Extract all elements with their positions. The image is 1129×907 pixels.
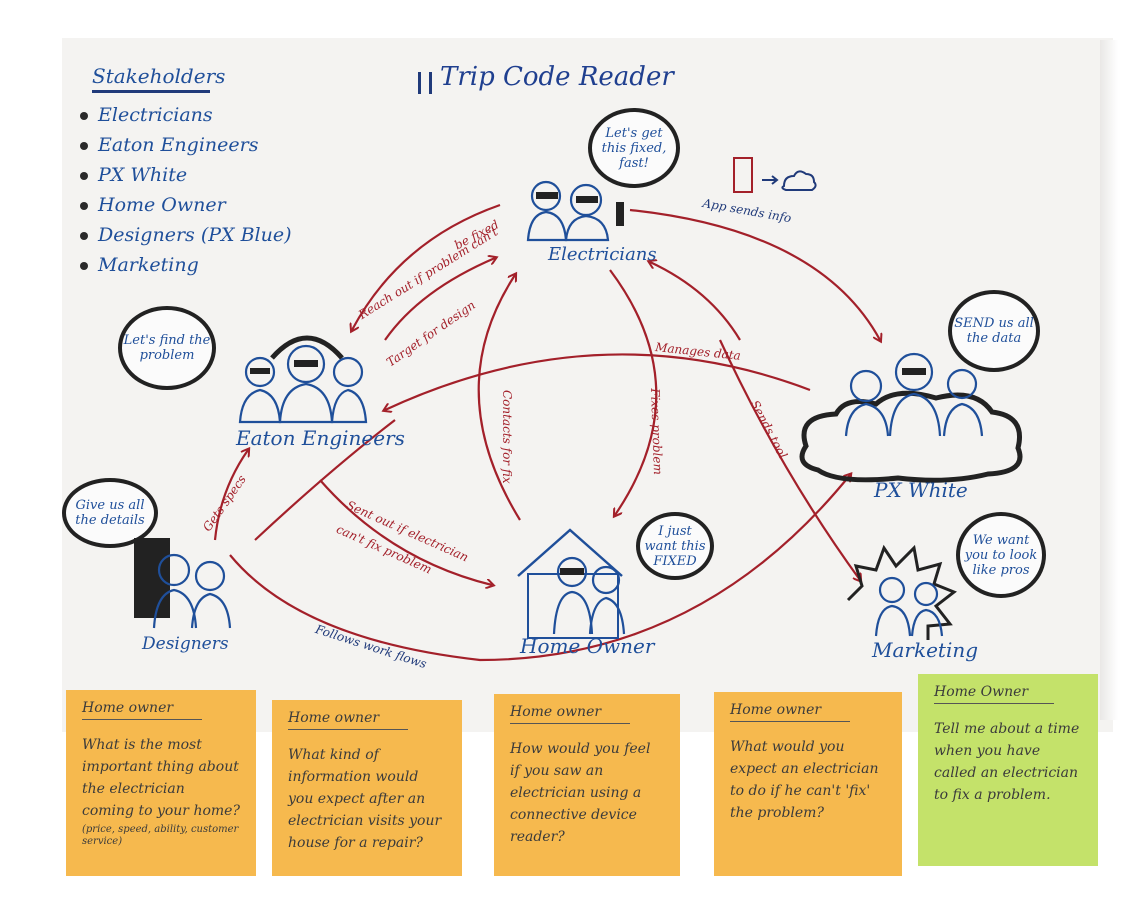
sticky-note-heading: Home Owner (934, 684, 1054, 704)
arrow-electricians-to-eaton (352, 203, 501, 330)
designers-figures-icon (134, 538, 232, 629)
sticky-note-1: Home owner What is the most important th… (66, 690, 256, 876)
sticky-note-2: Home owner What kind of information woul… (272, 700, 462, 876)
list-item: Marketing (78, 250, 292, 280)
marketing-burst-figures-icon (846, 544, 957, 640)
arrow-designers-to-eaton (213, 450, 248, 541)
designers-label: Designers (142, 634, 229, 654)
arrow-homeowner-to-electricians (477, 275, 521, 521)
sticky-note-body: How would you feel if you saw an electri… (510, 741, 651, 845)
arrow-electricians-to-pxwhite (629, 208, 880, 340)
paper-edge-shadow (1100, 40, 1118, 720)
marketing-label: Marketing (872, 638, 979, 662)
sticky-note-heading: Home owner (730, 702, 850, 722)
arrow-eaton-to-homeowner (319, 479, 492, 585)
line-eaton-to-designers (254, 419, 396, 541)
sticky-note-4: Home owner What would you expect an elec… (714, 692, 902, 876)
sticky-note-5: Home Owner Tell me about a time when you… (918, 674, 1098, 866)
sticky-note-body: What kind of information would you expec… (288, 747, 442, 851)
sticky-note-heading: Home owner (288, 710, 408, 730)
homeowner-label: Home Owner (520, 634, 655, 658)
designers-speech-bubble: Give us all the details (62, 478, 158, 548)
sticky-note-3: Home owner How would you feel if you saw… (494, 694, 680, 876)
edge-label-contacts-fix: Contacts for fix (500, 390, 514, 484)
pxwhite-cloud-figures-icon (799, 352, 1023, 483)
sticky-note-body: What would you expect an electrician to … (730, 739, 879, 821)
arrow-designers-to-pxwhite (229, 475, 850, 662)
list-item: Home Owner (78, 190, 292, 220)
sticky-note-body: What is the most important thing about t… (82, 737, 240, 819)
sticky-note-body: Tell me about a time when you have calle… (934, 721, 1080, 803)
stakeholders-heading: Stakeholders (92, 64, 226, 88)
arrow-electricians-to-marketing (719, 339, 860, 580)
arrow-pxwhite-to-eaton (385, 353, 811, 410)
arrow-eaton-to-electricians (384, 258, 495, 341)
list-item: Eaton Engineers (78, 130, 292, 160)
electricians-label: Electricians (548, 244, 657, 265)
arrow-pxwhite-to-electricians (650, 262, 741, 341)
pxwhite-speech-bubble: SEND us all the data (948, 290, 1040, 372)
stakeholders-underline (92, 90, 210, 93)
sticky-note-heading: Home owner (510, 704, 630, 724)
pxwhite-label: PX White (874, 478, 968, 502)
list-item: Electricians (78, 100, 292, 130)
eaton-engineers-label: Eaton Engineers (236, 426, 405, 450)
edge-label-fixes-problem: Fixes problem (648, 388, 666, 476)
sticky-note-footnote: (price, speed, ability, customer service… (82, 824, 239, 847)
homeowner-speech-bubble: I just want this FIXED (636, 512, 714, 580)
sticky-note-heading: Home owner (82, 700, 202, 720)
eaton-speech-bubble: Let's find the problem (118, 306, 216, 390)
house-with-people-icon (517, 528, 626, 639)
list-item: PX White (78, 160, 292, 190)
page-title: Trip Code Reader (440, 62, 674, 92)
list-item: Designers (PX Blue) (78, 220, 292, 250)
eaton-engineers-figures-icon (238, 335, 368, 424)
electricians-speech-bubble: Let's get this fixed, fast! (588, 108, 680, 188)
phone-to-cloud-icon (733, 157, 817, 193)
marketing-speech-bubble: We want you to look like pros (956, 512, 1046, 598)
stakeholders-list: Electricians Eaton Engineers PX White Ho… (78, 100, 292, 280)
paper-sheet (62, 38, 1113, 732)
electricians-figures-icon (526, 180, 624, 242)
arrow-electricians-to-homeowner (609, 269, 658, 515)
title-marker (418, 72, 432, 94)
